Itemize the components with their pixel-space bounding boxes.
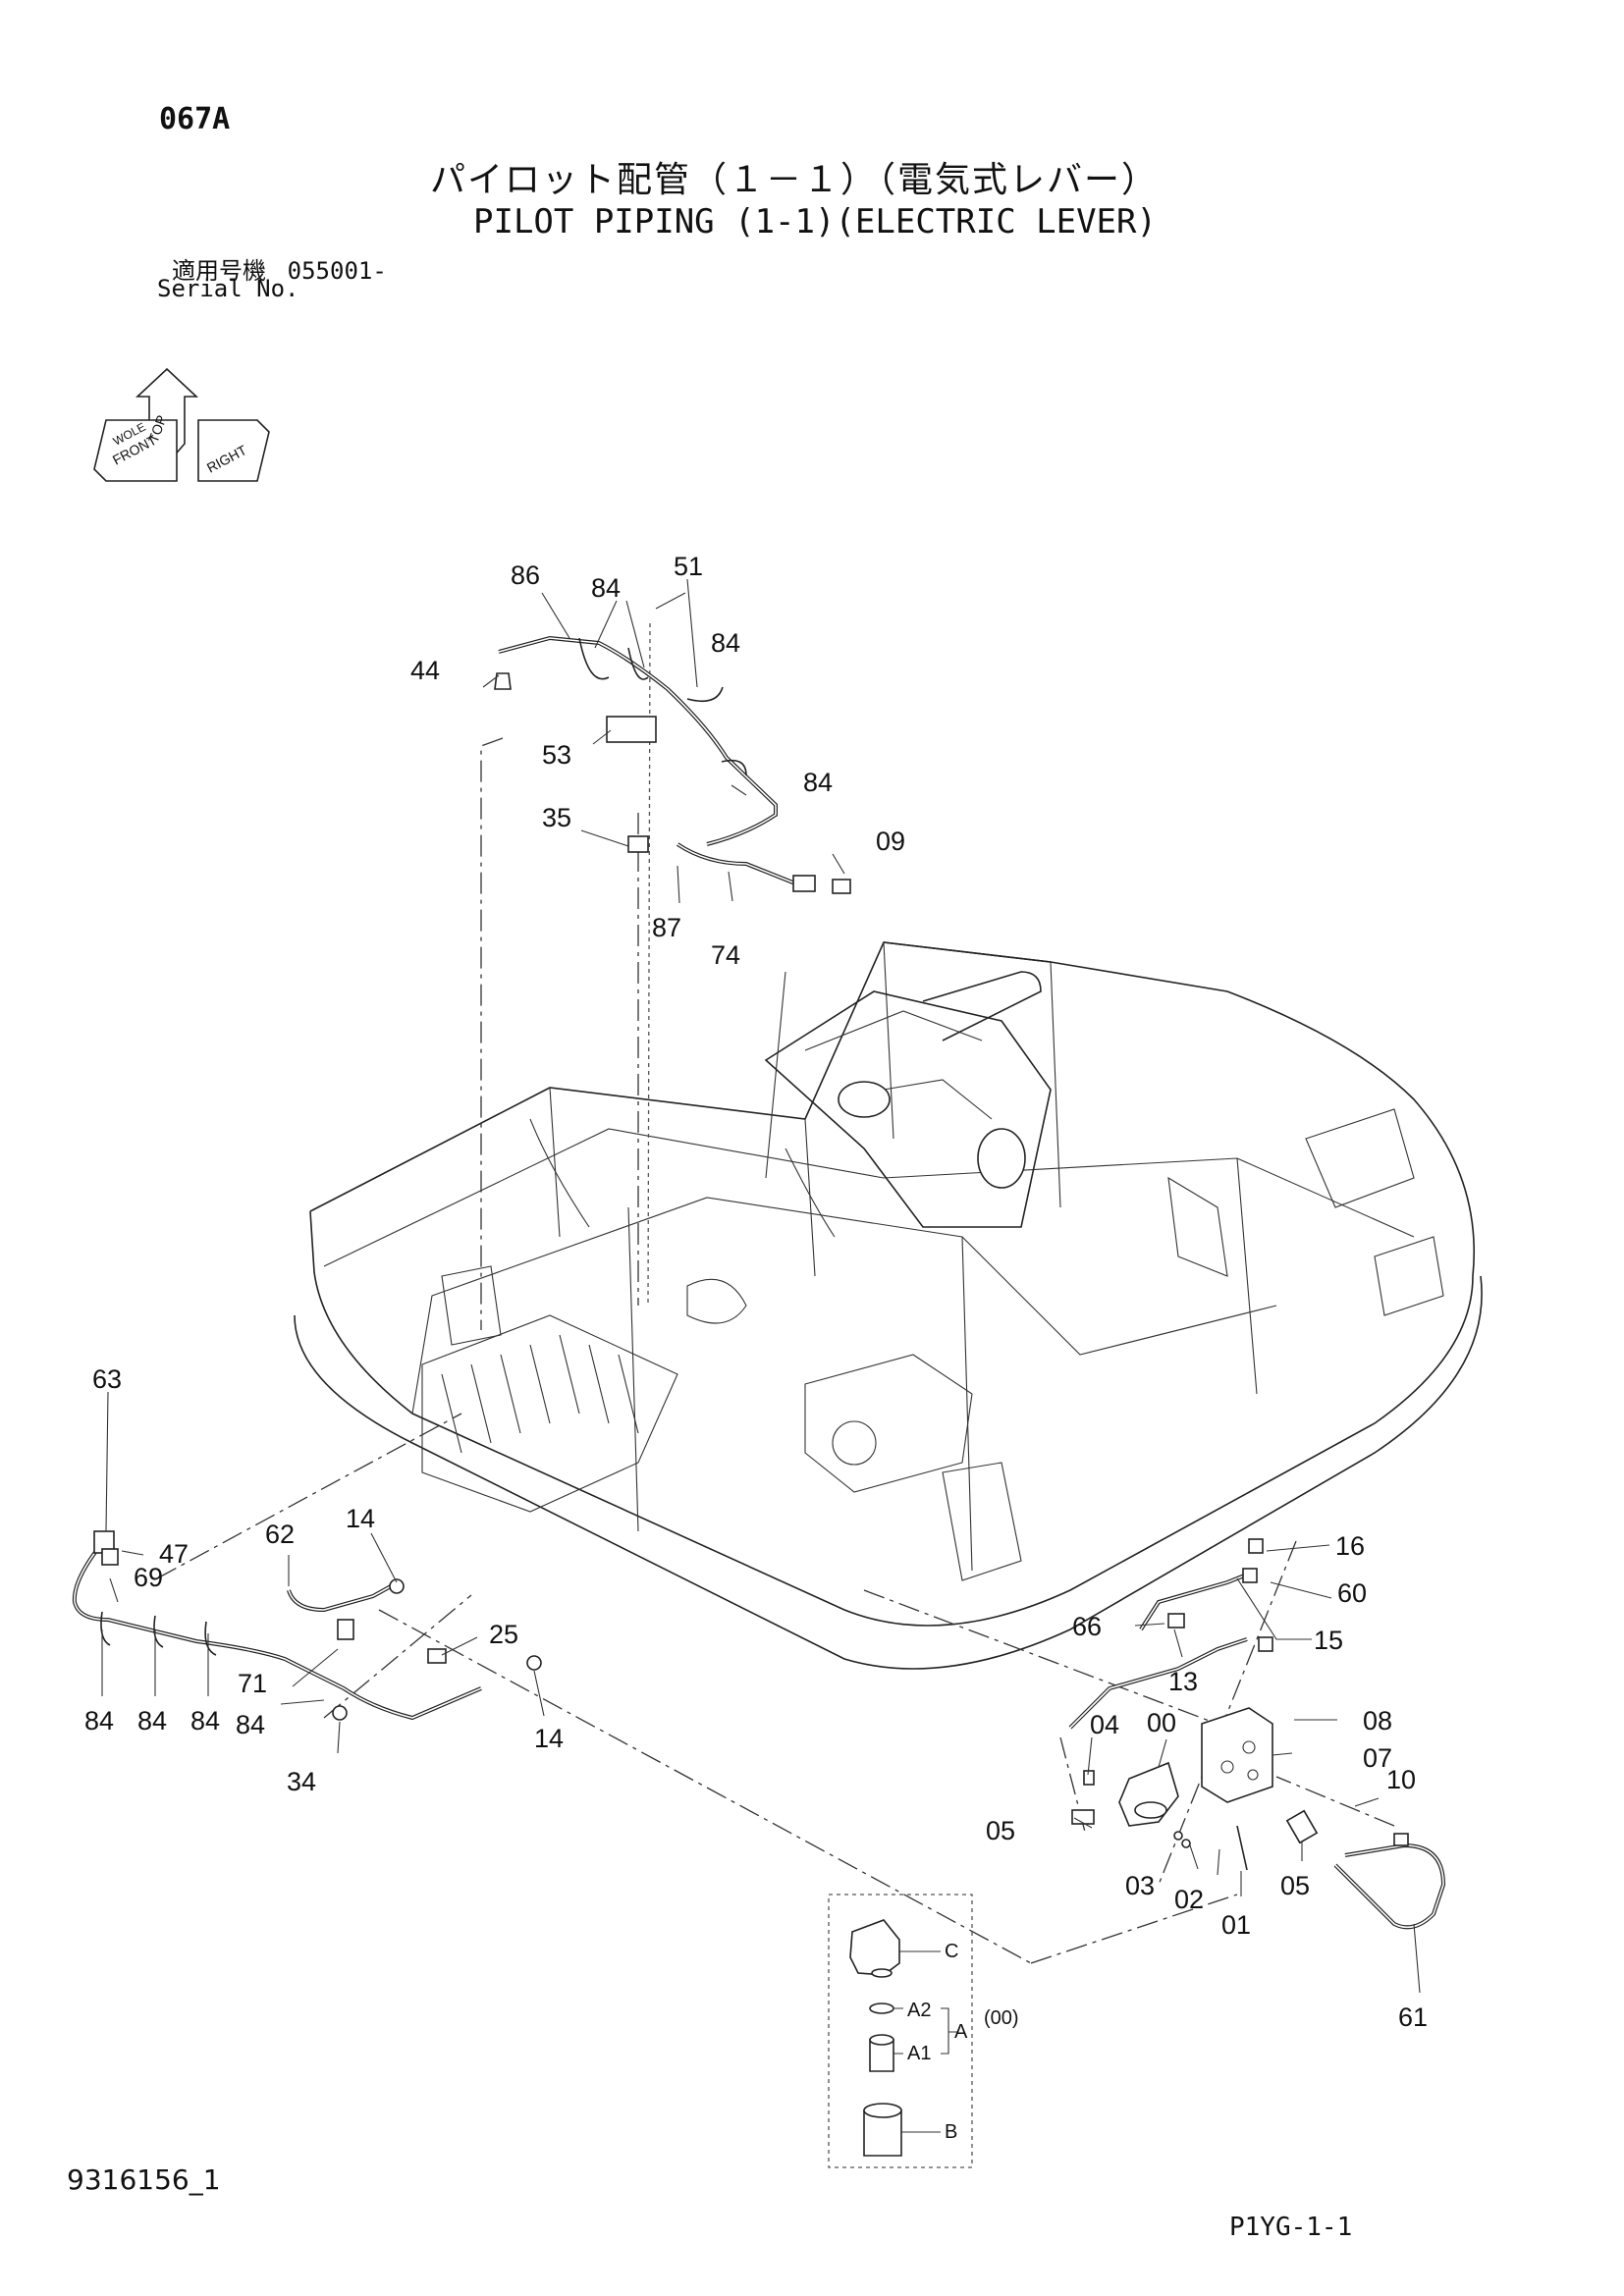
- callout-61: 61: [1398, 2002, 1428, 2032]
- inset-label-a: A: [954, 2021, 968, 2043]
- callout-71: 71: [238, 1669, 267, 1698]
- callout-66: 66: [1072, 1612, 1102, 1641]
- document-number: 9316156_1: [67, 2163, 221, 2196]
- callout-35: 35: [542, 803, 571, 832]
- callout-84-f: 84: [190, 1706, 220, 1735]
- callout-84-c: 84: [803, 768, 833, 797]
- serial-row: 適用号機 055001-: [172, 251, 387, 286]
- callout-15: 15: [1314, 1626, 1343, 1655]
- callout-84-e: 84: [137, 1706, 167, 1735]
- title-japanese: パイロット配管（１－１）（電気式レバー）: [430, 160, 1160, 200]
- serial-label-en: Serial No.: [157, 275, 299, 302]
- callout-04: 04: [1090, 1710, 1119, 1739]
- callout-14-b: 14: [534, 1724, 564, 1753]
- callout-09: 09: [876, 827, 905, 856]
- callout-84-a: 84: [591, 573, 621, 603]
- callout-00: 00: [1147, 1708, 1176, 1737]
- callout-60: 60: [1337, 1578, 1367, 1608]
- inset-label-a1: A1: [907, 2043, 931, 2064]
- callout-84-b: 84: [711, 628, 740, 658]
- callout-34: 34: [287, 1767, 316, 1796]
- right-assembly: [1068, 1538, 1446, 1930]
- drawing-code: 067A: [159, 102, 231, 136]
- callout-84-g: 84: [236, 1710, 265, 1739]
- inset-label-b: B: [945, 2121, 957, 2143]
- callout-86: 86: [511, 561, 540, 590]
- inset-label-c: C: [945, 1941, 958, 1962]
- page-code: P1YG-1-1: [1229, 2213, 1353, 2242]
- callout-84-d: 84: [84, 1706, 114, 1735]
- callout-05-b: 05: [1280, 1871, 1310, 1900]
- callout-03: 03: [1125, 1871, 1155, 1900]
- callout-05-a: 05: [986, 1816, 1015, 1845]
- callout-14-a: 14: [346, 1504, 375, 1533]
- assembly-lines: [156, 622, 1395, 1964]
- callout-07: 07: [1363, 1743, 1392, 1773]
- callout-62: 62: [265, 1520, 295, 1549]
- callout-53: 53: [542, 740, 571, 770]
- inset-label-a2: A2: [907, 2000, 931, 2021]
- callout-44: 44: [410, 656, 440, 685]
- inset-detail-box: [828, 1894, 973, 2168]
- upper-harness: [494, 635, 851, 894]
- callout-13: 13: [1168, 1667, 1198, 1696]
- left-harness: [72, 1530, 542, 1721]
- callout-leaders: [101, 578, 1421, 1994]
- callout-08: 08: [1363, 1706, 1392, 1735]
- inset-label-00: (00): [984, 2007, 1019, 2029]
- serial-value: 055001-: [287, 257, 387, 285]
- callout-87: 87: [652, 913, 681, 942]
- orientation-compass-icon: FRONT TOP RIGHT WOLE: [93, 367, 270, 482]
- callout-02: 02: [1174, 1885, 1204, 1914]
- callout-01: 01: [1221, 1910, 1251, 1940]
- title-english: PILOT PIPING (1-1)(ELECTRIC LEVER): [473, 202, 1157, 241]
- serial-label-jp: 適用号機: [172, 257, 266, 285]
- revolving-frame: [294, 941, 1483, 1670]
- callout-labels: 86 84 51 84 44 53 84 35 09 87 74 63 47 6…: [84, 552, 1428, 2143]
- callout-16: 16: [1335, 1531, 1365, 1561]
- callout-63: 63: [92, 1364, 122, 1394]
- callout-47: 47: [159, 1539, 189, 1569]
- callout-51: 51: [674, 552, 703, 581]
- callout-74: 74: [711, 940, 740, 970]
- callout-10: 10: [1386, 1765, 1416, 1794]
- callout-69: 69: [134, 1563, 163, 1592]
- callout-25: 25: [489, 1620, 518, 1649]
